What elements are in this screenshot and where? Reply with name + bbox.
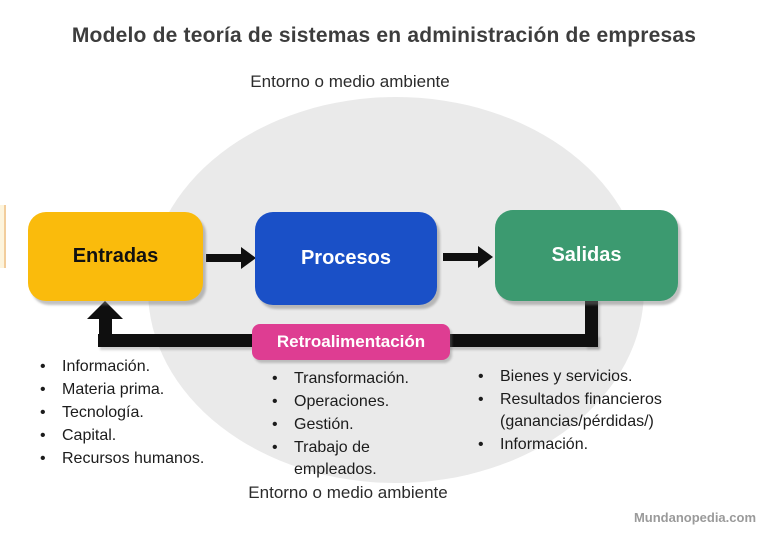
node-procesos: Procesos [255, 212, 437, 305]
arrow-procesos-salidas-shaft [443, 253, 479, 261]
list-item: Información. [36, 356, 246, 378]
node-entradas: Entradas [28, 212, 203, 301]
left-edge-strip [0, 205, 6, 268]
arrow-up-icon [87, 301, 123, 319]
salidas-item-list: Bienes y servicios. Resultados financier… [474, 366, 689, 457]
node-retroalimentacion-label: Retroalimentación [276, 332, 426, 351]
list-item: Resultados financieros (ganancias/pérdid… [474, 389, 689, 433]
node-salidas: Salidas [495, 210, 678, 301]
procesos-item-list: Transformación. Operaciones. Gestión. Tr… [268, 368, 428, 482]
node-procesos-label: Procesos [300, 247, 392, 269]
list-item: Información. [474, 434, 689, 456]
feedback-line-left [99, 317, 112, 339]
environment-label-top: Entorno o medio ambiente [250, 72, 450, 91]
entradas-item-list: Información. Materia prima. Tecnología. … [36, 356, 246, 471]
arrow-entradas-procesos-shaft [206, 254, 242, 262]
node-salidas-label: Salidas [551, 244, 622, 266]
list-item: Materia prima. [36, 379, 246, 401]
list-item: Recursos humanos. [36, 448, 246, 470]
arrow-right-icon [241, 247, 256, 269]
list-item: Bienes y servicios. [474, 366, 689, 388]
environment-label-bottom: Entorno o medio ambiente [248, 483, 448, 502]
list-item: Gestión. [268, 414, 428, 436]
node-retroalimentacion: Retroalimentación [252, 324, 450, 360]
watermark: Mundanopedia.com [633, 510, 756, 525]
list-item: Capital. [36, 425, 246, 447]
list-item: Tecnología. [36, 402, 246, 424]
node-entradas-label: Entradas [72, 245, 159, 267]
list-item: Operaciones. [268, 391, 428, 413]
page-title: Modelo de teoría de sistemas en administ… [71, 24, 697, 47]
arrow-right-icon [478, 246, 493, 268]
list-item: Trabajo de empleados. [268, 437, 428, 481]
list-item: Transformación. [268, 368, 428, 390]
